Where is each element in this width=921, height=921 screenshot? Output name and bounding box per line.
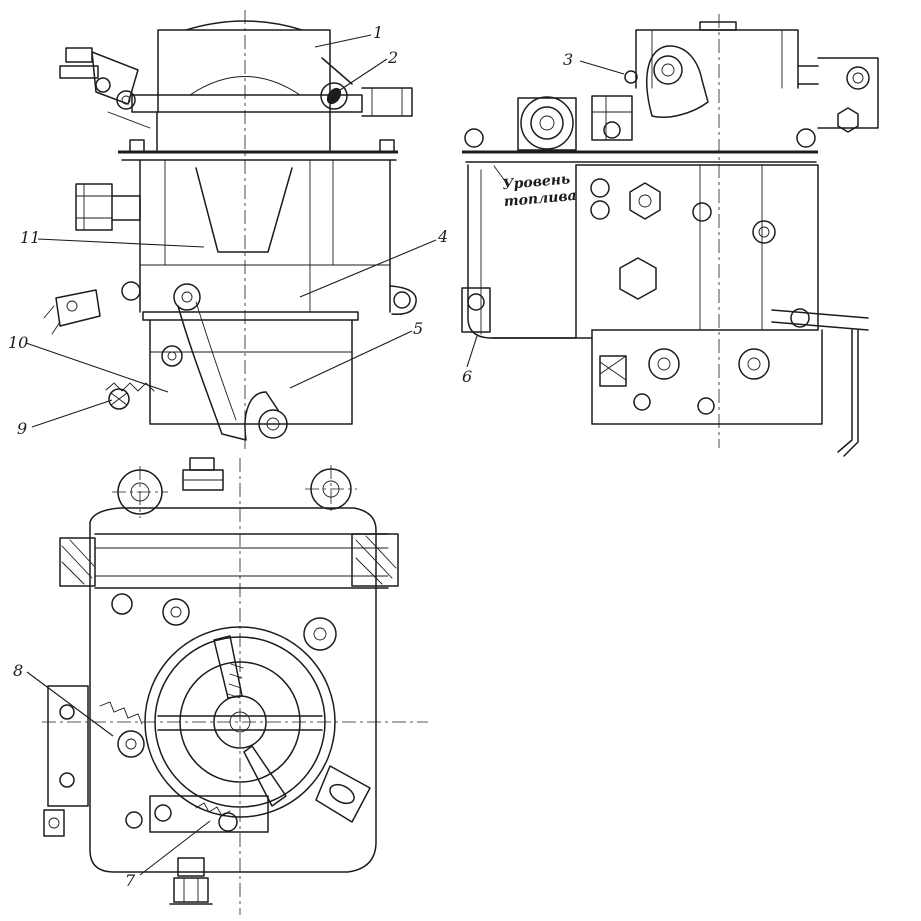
callout-leader-2: [339, 58, 388, 91]
fuel-level-leader: [493, 165, 506, 182]
callout-leader-5: [289, 330, 413, 389]
filler-plug: [320, 82, 348, 110]
callout-label-6: 6: [462, 367, 473, 386]
callout-label-1: 1: [373, 23, 384, 42]
adjusting-screw: [218, 812, 238, 832]
view-side-elevation: [43, 10, 417, 450]
throttle-rod: [837, 329, 859, 457]
choke-shaft: [157, 715, 323, 731]
callout-leader-3: [579, 60, 625, 75]
callout-leader-8: [26, 671, 114, 737]
venturi-section: [195, 167, 293, 253]
callout-leader-11: [37, 238, 205, 248]
body-outline: [89, 507, 377, 873]
callout-label-7: 7: [125, 871, 136, 890]
callout-label-11: 11: [20, 228, 41, 247]
idle-screw: [108, 388, 130, 410]
callout-label-5: 5: [413, 319, 424, 338]
cover-outline: [157, 29, 331, 113]
callout-leader-9: [31, 399, 113, 428]
fuel-level-annotation: Уровень топлива: [502, 171, 578, 211]
callout-label-9: 9: [17, 419, 28, 438]
callout-label-3: 3: [563, 50, 574, 69]
pump-lever-pivot: [173, 283, 201, 311]
callout-leader-10: [25, 342, 169, 393]
air-horn-bore: [144, 626, 336, 818]
callout-leader-7: [139, 820, 211, 876]
callout-label-4: 4: [438, 227, 449, 246]
callout-leaders: [25, 34, 625, 876]
callout-leader-1: [314, 34, 372, 48]
callout-leader-4: [299, 239, 437, 298]
pump-lever: [177, 305, 267, 441]
callout-label-10: 10: [8, 333, 29, 352]
mixture-screw: [117, 730, 145, 758]
callout-leader-6: [466, 335, 478, 368]
view-plan: [42, 457, 428, 915]
chamber-drain-boss: [461, 287, 491, 333]
view-front-elevation: [461, 14, 879, 457]
callout-label-2: 2: [388, 48, 399, 67]
callout-label-8: 8: [13, 661, 24, 680]
choke-lever: [646, 45, 709, 118]
